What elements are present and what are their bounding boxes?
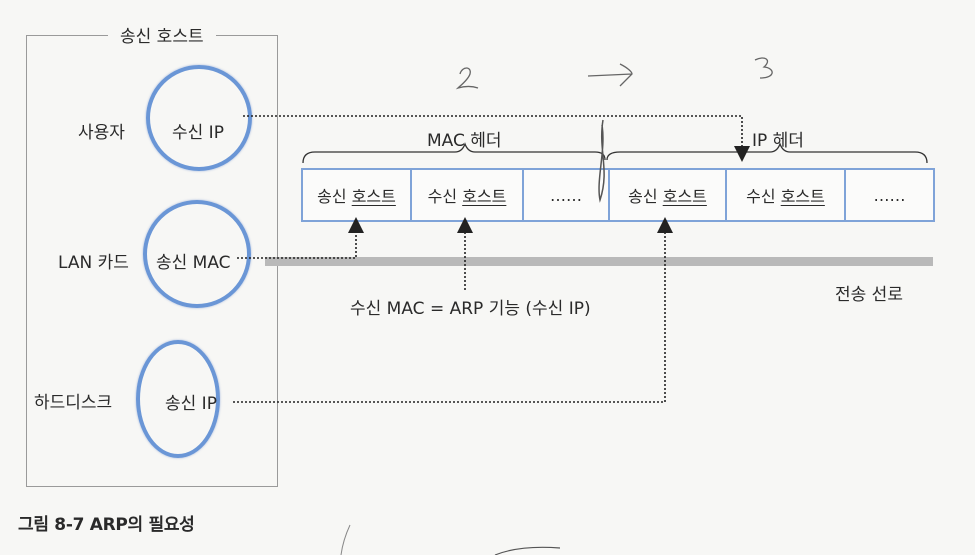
- cell-underlined: 호스트: [462, 187, 507, 206]
- mac-cell-source-host: 송신 호스트: [303, 170, 412, 220]
- ip-cell-dest-host: 수신 호스트: [727, 170, 846, 220]
- handwritten-arrow: [587, 63, 633, 87]
- cell-ellipsis: ……: [873, 185, 906, 205]
- cell-prefix: 송신: [317, 187, 347, 206]
- circle-source-mac: [143, 200, 251, 308]
- circle-source-mac-label: 송신 MAC: [156, 253, 231, 273]
- connector-source-ip: [233, 217, 673, 403]
- cell-prefix: 수신: [746, 187, 776, 206]
- cell-ellipsis: ……: [550, 185, 582, 205]
- pencil-curve-right: [494, 546, 561, 555]
- connector-dest-ip: [243, 115, 750, 162]
- frame-cells: 송신 호스트 수신 호스트 …… 송신 호스트 수신 호스트 ……: [301, 168, 935, 222]
- circle-dest-ip: [146, 65, 252, 171]
- sending-host-title: 송신 호스트: [108, 22, 216, 47]
- handwritten-squiggle: [598, 119, 605, 203]
- figure-caption: 그림 8-7 ARP의 필요성: [18, 515, 195, 535]
- mac-header-brace: [302, 142, 606, 164]
- circle-source-ip-label: 송신 IP: [165, 394, 217, 414]
- row-label-hard-disk: 하드디스크: [34, 393, 113, 413]
- ip-cell-ellipsis: ……: [846, 170, 933, 220]
- ip-header-label: IP 헤더: [752, 131, 804, 151]
- handwritten-3: [754, 57, 773, 79]
- ip-cell-source-host: 송신 호스트: [610, 170, 727, 220]
- transmission-line: [265, 257, 933, 266]
- cell-underlined: 호스트: [780, 187, 825, 206]
- circle-source-ip: [136, 340, 220, 458]
- pencil-curve-left: [340, 524, 351, 555]
- cell-underlined: 호스트: [662, 187, 707, 206]
- circle-dest-ip-label: 수신 IP: [172, 123, 224, 143]
- mac-cell-dest-host: 수신 호스트: [412, 170, 524, 220]
- row-label-user: 사용자: [78, 123, 125, 143]
- ip-header-brace: [606, 142, 928, 164]
- cell-underlined: 호스트: [351, 187, 396, 206]
- arp-formula: 수신 MAC = ARP 기능 (수신 IP): [350, 299, 591, 319]
- row-label-lan-card: LAN 카드: [58, 253, 129, 273]
- connector-source-mac: [237, 217, 364, 259]
- transmission-line-label: 전송 선로: [835, 285, 903, 305]
- cell-prefix: 수신: [427, 187, 458, 206]
- mac-header-label: MAC 헤더: [427, 131, 502, 151]
- handwritten-2: [455, 67, 479, 90]
- cell-prefix: 송신: [628, 187, 658, 206]
- mac-cell-ellipsis: ……: [524, 170, 610, 220]
